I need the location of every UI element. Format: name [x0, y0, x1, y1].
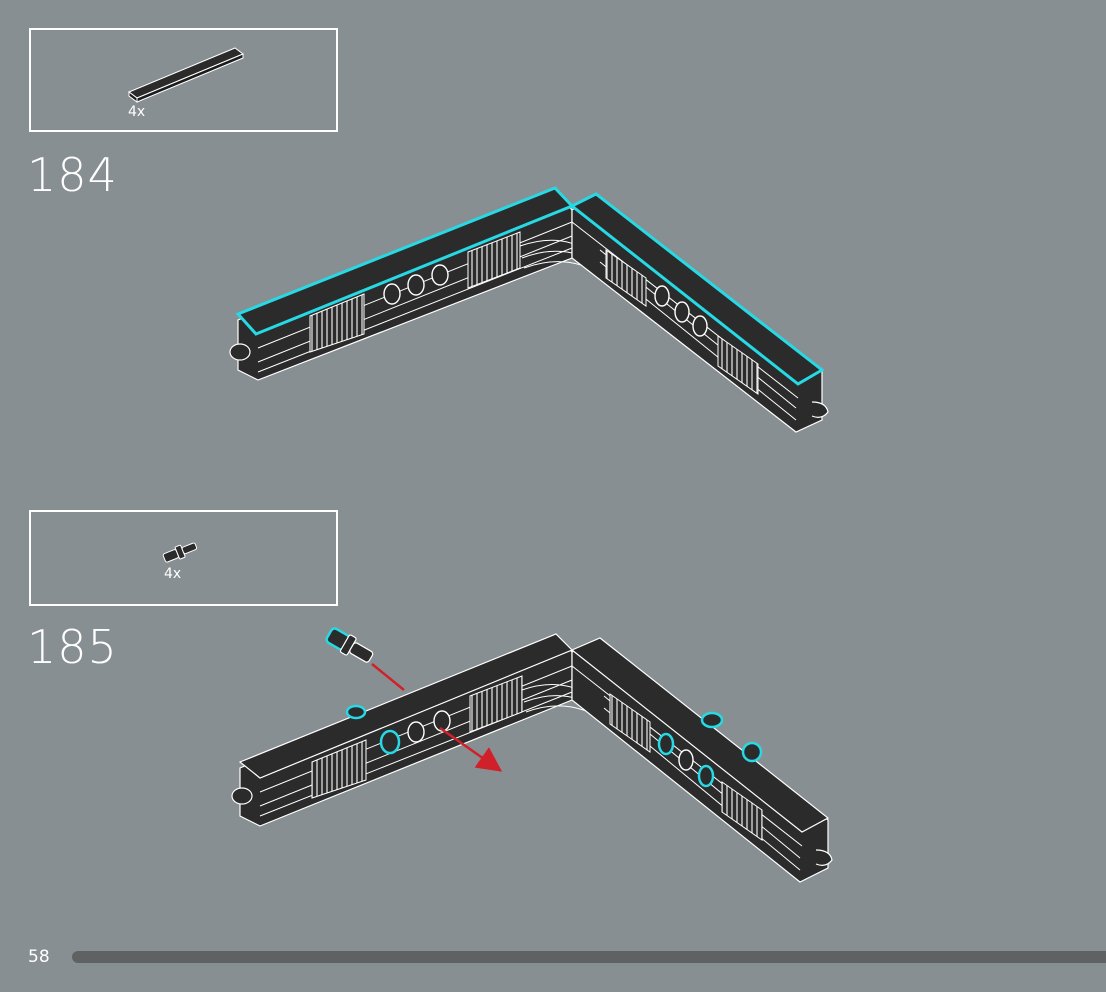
step-184-model [229, 186, 829, 433]
step-number: 184 [27, 148, 118, 202]
technic-pin-insertion [325, 627, 374, 663]
flat-tile-part-icon [127, 47, 245, 103]
part-quantity: 4x [164, 566, 182, 582]
parts-callout-step-185: 4x [29, 510, 338, 606]
page-progress-bar [72, 951, 1106, 963]
step-number: 185 [27, 620, 118, 674]
part-quantity: 4x [128, 104, 146, 120]
parts-callout-step-184: 4x [29, 28, 338, 132]
step-185-model [231, 627, 833, 883]
page-number: 58 [28, 947, 50, 967]
axle-pin-part-icon [162, 542, 198, 563]
